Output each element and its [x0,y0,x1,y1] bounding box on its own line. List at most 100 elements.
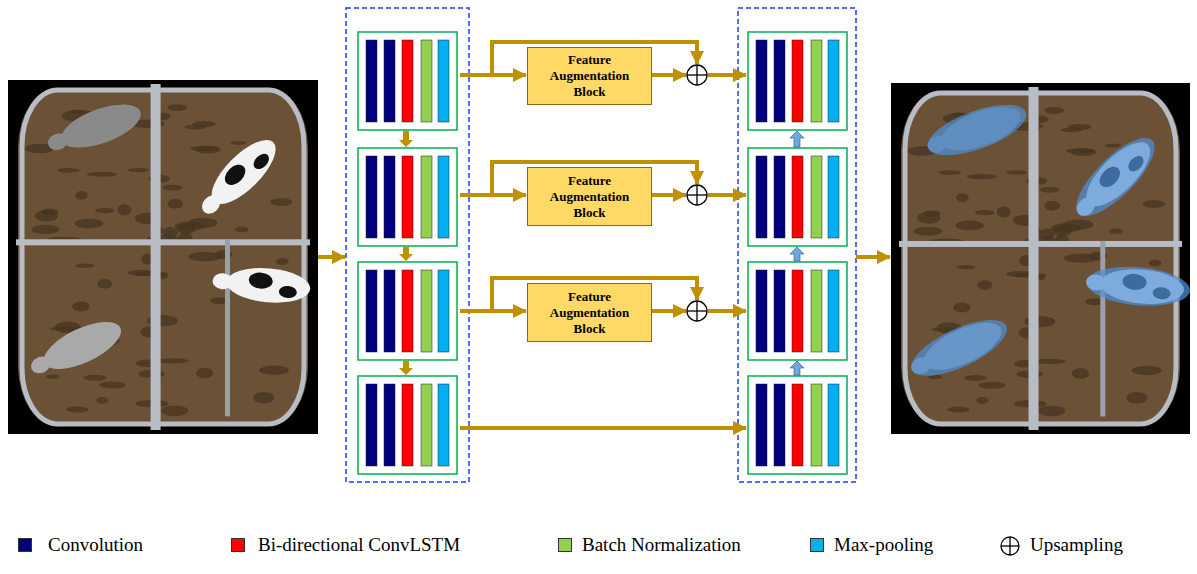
floor-texture [128,168,149,172]
floor-texture [1126,392,1147,404]
layer-bar [438,384,449,466]
fence-bar [1100,241,1105,417]
process-box: Feature Augmentation Block [527,47,652,105]
layer-bar [384,384,395,466]
augment-arrow [652,73,686,77]
cow-patch [248,272,273,290]
floor-texture [1044,201,1060,211]
floor-texture [1063,220,1093,230]
block-label: Feature Augmentation Block [540,289,640,337]
layer-bar [828,40,839,122]
floor-texture [1061,127,1083,132]
layer-bar [421,156,432,238]
cow-figure [922,94,1033,165]
floor-texture [231,141,247,145]
upsampling-circle [687,65,707,85]
floor-texture [276,258,289,265]
legend-text: Batch Normalization [582,534,741,556]
floor-texture [979,382,1005,389]
cow-head [212,272,233,290]
fence-bar [899,241,1182,247]
floor-texture [1038,406,1065,417]
cow-patch [221,161,249,189]
fence-bar [16,239,310,245]
image-background [8,80,318,434]
layer-bar [792,156,803,238]
legend-swatch [231,538,245,552]
pen-floor [901,91,1180,426]
layer-bar [756,384,767,466]
layer-bar [811,40,822,122]
legend-swatch [18,538,32,552]
floor-texture [75,191,88,200]
floor-texture [975,210,995,215]
layer-bar [828,156,839,238]
block-outline [358,376,457,474]
floor-texture [1066,148,1094,153]
augment-arrow [652,193,686,197]
upsampling-cross [696,65,697,85]
upsampling-circle [1001,537,1019,555]
floor-texture [66,407,89,413]
layer-bar [756,270,767,352]
floor-texture [956,265,976,269]
layer-block [358,148,457,246]
layer-bar [792,40,803,122]
layer-bar [366,384,377,466]
cow-figure [211,264,312,306]
floor-texture [75,219,103,229]
floor-texture [1072,368,1090,379]
block-outline [358,262,457,360]
layer-bar [384,40,395,122]
decoder-group [738,8,856,482]
layer-bar [438,156,449,238]
cow-mask [1065,127,1165,227]
layer-bar [366,270,377,352]
upsampling-circle [687,185,707,205]
floor-texture [184,125,206,130]
legend-symbol [998,534,1022,558]
block-outline [748,376,847,474]
layer-block [748,376,847,474]
down-arrow [399,361,413,375]
floor-texture [117,204,131,215]
upsampling-cross [696,301,697,321]
cow-figure [1085,263,1192,310]
input-arrow [318,255,345,259]
process-box: Feature Augmentation Block [527,283,652,342]
floor-texture [259,366,289,375]
floor-texture [167,199,183,209]
cow-patch [251,151,272,172]
floor-texture [75,264,95,268]
block-outline [748,32,847,130]
floor-texture [270,198,293,206]
layer-bar [438,40,449,122]
floor-texture [1148,259,1161,266]
block-outline [748,262,847,360]
layer-bar [384,270,395,352]
layer-bar [828,384,839,466]
cow-figure [904,309,1014,387]
cow-mask [904,309,1014,387]
layer-bar [774,40,785,122]
layer-block [358,262,457,360]
layer-bar [438,270,449,352]
floor-texture [70,110,84,114]
floor-texture [190,146,218,151]
output-arrow [856,255,890,259]
cow-figure [1065,127,1165,227]
layer-bar [756,156,767,238]
layer-block [358,32,457,130]
floor-texture [964,375,987,381]
image-background [891,83,1190,434]
merge-arrow [708,193,746,197]
layer-bar [811,384,822,466]
floor-texture [46,374,60,379]
layer-block [358,376,457,474]
floor-texture [917,212,940,224]
floor-texture [938,170,961,175]
layer-bar [774,270,785,352]
pen-floor [18,88,308,426]
layer-bar [792,270,803,352]
floor-texture [35,210,58,222]
